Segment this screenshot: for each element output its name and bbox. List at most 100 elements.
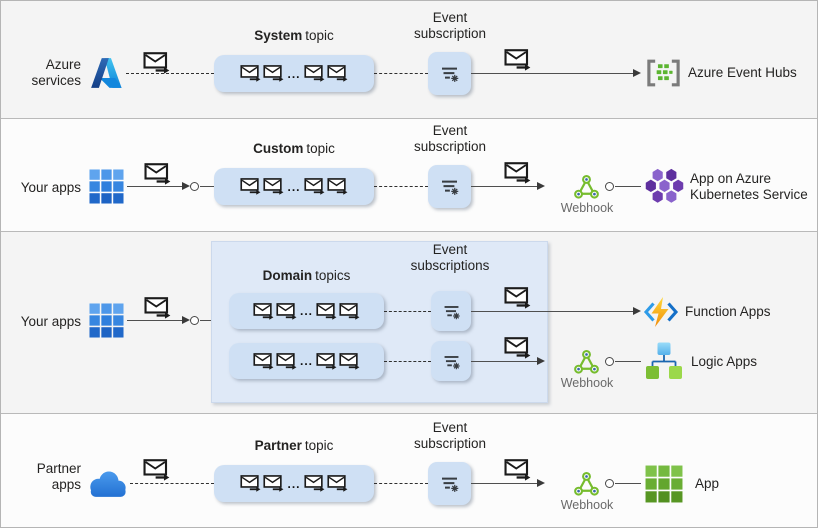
arrow-head bbox=[182, 181, 190, 190]
apps-grid-green-icon bbox=[645, 465, 683, 503]
ellipsis: ... bbox=[287, 179, 301, 194]
event-envelope-icon bbox=[339, 353, 360, 370]
event-hubs-icon bbox=[645, 58, 682, 88]
connector-dashed bbox=[126, 73, 214, 74]
domain-topic-box: ... bbox=[229, 343, 384, 379]
ellipsis: ... bbox=[287, 476, 301, 491]
event-envelope-icon bbox=[327, 475, 348, 492]
source-label-azure-services: Azure services bbox=[31, 57, 81, 88]
target-label-function-apps: Function Apps bbox=[685, 304, 771, 319]
event-subscription-box bbox=[431, 341, 471, 381]
event-envelope-icon bbox=[304, 65, 325, 82]
event-envelope-icon bbox=[276, 303, 297, 320]
connector-node bbox=[605, 357, 614, 366]
subscription-filter-icon bbox=[439, 349, 464, 374]
event-envelope-icon bbox=[240, 65, 261, 82]
connector-solid bbox=[615, 186, 641, 187]
ellipsis: ... bbox=[299, 354, 313, 368]
event-subscription-box bbox=[428, 52, 471, 95]
subscription-filter-icon bbox=[439, 299, 464, 324]
logic-apps-icon bbox=[645, 342, 683, 380]
webhook-label: Webhook bbox=[560, 498, 614, 512]
row-band-custom bbox=[1, 118, 817, 231]
event-envelope-icon bbox=[263, 65, 284, 82]
arrow-head bbox=[537, 478, 545, 487]
subscription-label: Event subscription bbox=[413, 10, 487, 41]
connector-solid bbox=[615, 361, 641, 362]
domain-topic-box: ... bbox=[229, 293, 384, 329]
azure-logo-icon bbox=[89, 56, 123, 90]
connector-dashed bbox=[374, 483, 428, 484]
event-envelope-icon bbox=[339, 303, 360, 320]
target-label-aks-app: App on Azure Kubernetes Service bbox=[690, 171, 808, 202]
ellipsis: ... bbox=[287, 66, 301, 81]
event-envelope-icon bbox=[304, 178, 325, 195]
partner-topic-box: ... bbox=[214, 465, 374, 502]
connector-node bbox=[190, 316, 199, 325]
row-band-system bbox=[1, 1, 817, 118]
apps-grid-icon bbox=[89, 169, 124, 204]
target-label-app: App bbox=[695, 476, 720, 491]
webhook-icon bbox=[573, 174, 600, 200]
custom-topic-box: ... bbox=[214, 168, 374, 205]
target-label-logic-apps: Logic Apps bbox=[691, 354, 758, 369]
connector-solid bbox=[471, 361, 537, 362]
connector-solid bbox=[471, 311, 633, 312]
connector-solid bbox=[200, 320, 211, 321]
connector-dashed bbox=[384, 311, 431, 312]
connector-dashed bbox=[384, 361, 431, 362]
arrow-head bbox=[182, 315, 190, 324]
arrow-head bbox=[633, 306, 641, 315]
event-envelope-icon bbox=[304, 475, 325, 492]
kubernetes-icon bbox=[644, 168, 685, 205]
source-label-your-apps: Your apps bbox=[20, 180, 81, 195]
subscription-filter-icon bbox=[436, 470, 463, 497]
subscription-filter-icon bbox=[436, 173, 463, 200]
connector-solid bbox=[471, 483, 537, 484]
webhook-icon bbox=[573, 471, 600, 497]
target-label-event-hubs: Azure Event Hubs bbox=[688, 65, 797, 80]
function-apps-icon bbox=[643, 297, 679, 327]
subscription-filter-icon bbox=[436, 60, 463, 87]
webhook-label: Webhook bbox=[560, 201, 614, 215]
event-envelope-icon bbox=[240, 475, 261, 492]
event-envelope-icon bbox=[263, 178, 284, 195]
connector-dashed bbox=[130, 483, 214, 484]
connector-solid bbox=[471, 73, 633, 74]
event-envelope-icon bbox=[253, 303, 274, 320]
connector-solid bbox=[471, 186, 537, 187]
connector-solid bbox=[200, 186, 214, 187]
webhook-label: Webhook bbox=[560, 376, 614, 390]
row-divider bbox=[1, 118, 817, 119]
event-envelope-icon bbox=[263, 475, 284, 492]
event-envelope-icon bbox=[316, 303, 337, 320]
apps-grid-icon bbox=[89, 303, 124, 338]
event-envelope-icon bbox=[253, 353, 274, 370]
event-subscription-box bbox=[431, 291, 471, 331]
arrow-head bbox=[633, 68, 641, 77]
connector-dashed bbox=[374, 73, 428, 74]
event-subscription-box bbox=[428, 165, 471, 208]
row-divider bbox=[1, 231, 817, 232]
source-label-partner-apps: Partner apps bbox=[36, 461, 81, 492]
cloud-icon bbox=[86, 468, 128, 498]
event-envelope-icon bbox=[327, 65, 348, 82]
event-subscription-box bbox=[428, 462, 471, 505]
connector-solid bbox=[615, 483, 641, 484]
event-envelope-icon bbox=[144, 297, 171, 319]
subscription-label: Event subscription bbox=[413, 420, 487, 451]
arrow-head bbox=[537, 181, 545, 190]
event-envelope-icon bbox=[504, 337, 531, 359]
event-envelope-icon bbox=[316, 353, 337, 370]
event-envelope-icon bbox=[504, 49, 531, 71]
connector-solid bbox=[127, 320, 182, 321]
source-label-your-apps: Your apps bbox=[20, 314, 81, 329]
event-envelope-icon bbox=[144, 163, 171, 185]
row-divider bbox=[1, 413, 817, 414]
webhook-icon bbox=[573, 349, 600, 375]
event-envelope-icon bbox=[504, 162, 531, 184]
